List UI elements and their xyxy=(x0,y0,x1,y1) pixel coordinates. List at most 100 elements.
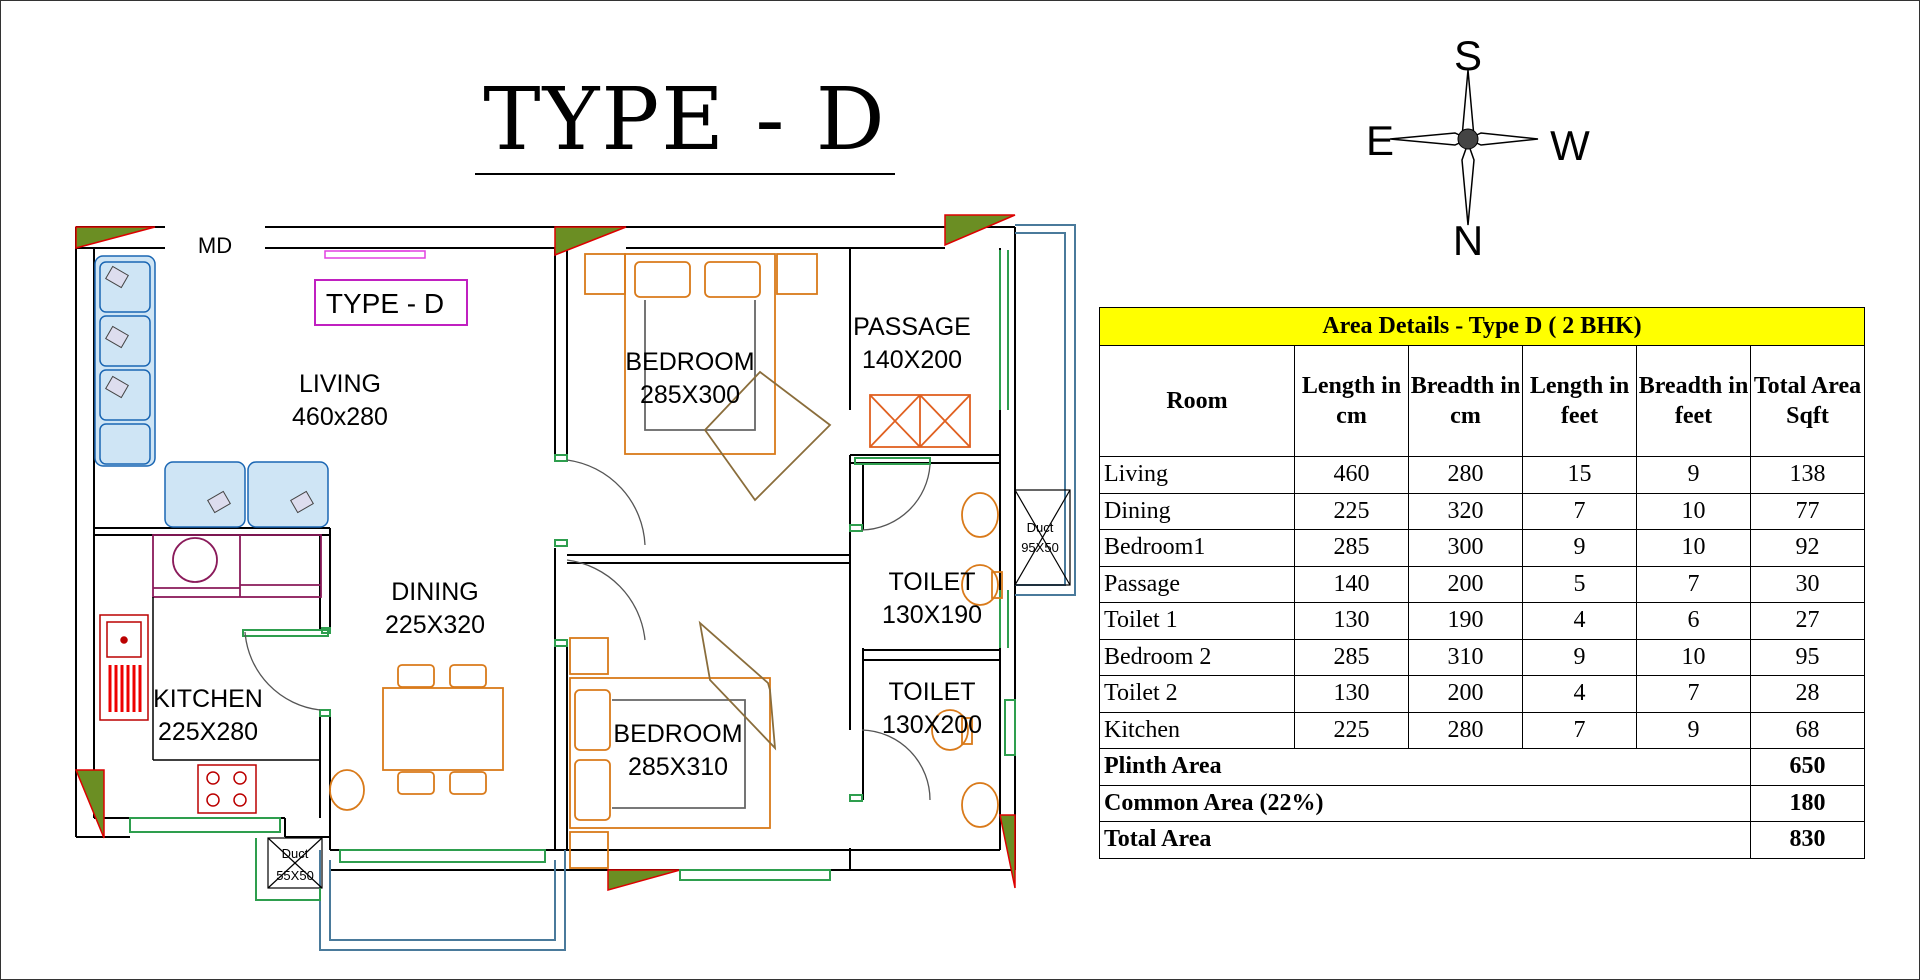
type-tag-box xyxy=(314,279,468,326)
cell: 4 xyxy=(1522,675,1637,713)
cell: 7 xyxy=(1636,675,1751,713)
compass-center-icon xyxy=(1457,128,1479,150)
cell: 28 xyxy=(1750,675,1865,713)
table-row: Passage 140 200 5 7 30 xyxy=(1099,565,1865,603)
storage-rack-icon xyxy=(869,394,971,448)
room-size-dining: 225X320 xyxy=(385,611,485,639)
room-name-kitchen: KITCHEN xyxy=(153,685,263,713)
cell: 68 xyxy=(1750,711,1865,749)
duct-icon-2 xyxy=(267,837,323,889)
cell: 200 xyxy=(1408,565,1523,603)
table-caption: Area Details - Type D ( 2 BHK) xyxy=(1099,307,1865,346)
cell: 77 xyxy=(1750,492,1865,530)
drainboard-icon xyxy=(108,665,142,712)
cell: 30 xyxy=(1750,565,1865,603)
room-size-passage: 140X200 xyxy=(862,346,962,374)
wc-icon-1 xyxy=(961,492,1003,606)
cell: 95 xyxy=(1750,638,1865,676)
column-header: Breadth in cm xyxy=(1408,345,1523,457)
room-size-toilet1: 130X190 xyxy=(882,601,982,629)
room-size-bedroom1: 285X300 xyxy=(640,381,740,409)
cell: 27 xyxy=(1750,602,1865,640)
table-row: Toilet 1 130 190 4 6 27 xyxy=(1099,602,1865,640)
dining-table-icon xyxy=(382,664,504,795)
type-tag-label: TYPE - D xyxy=(326,288,444,319)
table-header-row: Room Length in cm Breadth in cm Length i… xyxy=(1099,345,1865,457)
cell: 5 xyxy=(1522,565,1637,603)
cell: 7 xyxy=(1522,492,1637,530)
room-size-bedroom2: 285X310 xyxy=(628,753,728,781)
door-swings xyxy=(244,459,931,801)
washbasin-icon-1 xyxy=(329,769,365,811)
summary-value: 830 xyxy=(1750,821,1865,859)
compass-left-label: E xyxy=(1366,117,1394,164)
bed-icon-1 xyxy=(584,253,832,502)
summary-row-plinth: Plinth Area 650 xyxy=(1099,748,1865,786)
cell: 9 xyxy=(1522,529,1637,567)
duct-name-2: Duct xyxy=(282,846,309,861)
cell: 9 xyxy=(1522,638,1637,676)
cell-room: Bedroom1 xyxy=(1099,529,1295,567)
cell: 138 xyxy=(1750,456,1865,494)
cell-room: Bedroom 2 xyxy=(1099,638,1295,676)
sink-icon xyxy=(99,614,149,721)
duct-size-2: 55X50 xyxy=(276,868,314,883)
summary-value: 650 xyxy=(1750,748,1865,786)
table-row: Bedroom1 285 300 9 10 92 xyxy=(1099,529,1865,567)
summary-row-total: Total Area 830 xyxy=(1099,821,1865,859)
cell: 285 xyxy=(1294,529,1409,567)
cell: 9 xyxy=(1636,711,1751,749)
room-size-toilet2: 130X200 xyxy=(882,711,982,739)
compass-right-label: W xyxy=(1550,122,1590,169)
duct-name-1: Duct xyxy=(1027,520,1054,535)
cell: 130 xyxy=(1294,675,1409,713)
cell: 300 xyxy=(1408,529,1523,567)
room-name-toilet2: TOILET xyxy=(888,678,975,706)
room-name-bedroom2: BEDROOM xyxy=(613,720,742,748)
summary-row-common: Common Area (22%) 180 xyxy=(1099,784,1865,822)
corner-wedges xyxy=(74,214,1016,891)
cell: 92 xyxy=(1750,529,1865,567)
sofa-icon xyxy=(94,255,329,528)
cell: 7 xyxy=(1522,711,1637,749)
summary-label: Common Area (22%) xyxy=(1099,784,1751,822)
compass-rose: S E W N xyxy=(1366,32,1590,264)
cell: 280 xyxy=(1408,711,1523,749)
cell-room: Dining xyxy=(1099,492,1295,530)
table-row: Dining 225 320 7 10 77 xyxy=(1099,492,1865,530)
cell-room: Toilet 1 xyxy=(1099,602,1295,640)
duct-size-1: 95X50 xyxy=(1021,540,1059,555)
cell: 225 xyxy=(1294,711,1409,749)
table-row: Bedroom 2 285 310 9 10 95 xyxy=(1099,638,1865,676)
cell-room: Toilet 2 xyxy=(1099,675,1295,713)
main-door-label: MD xyxy=(198,233,232,258)
cell: 7 xyxy=(1636,565,1751,603)
column-header: Breadth in feet xyxy=(1636,345,1751,457)
cell: 10 xyxy=(1636,638,1751,676)
cell: 140 xyxy=(1294,565,1409,603)
room-name-living: LIVING xyxy=(299,370,381,398)
area-details-table: Area Details - Type D ( 2 BHK) Room Leng… xyxy=(1099,307,1865,859)
cell: 285 xyxy=(1294,638,1409,676)
table-row: Toilet 2 130 200 4 7 28 xyxy=(1099,675,1865,713)
cell-room: Living xyxy=(1099,456,1295,494)
cell: 9 xyxy=(1636,456,1751,494)
compass-bottom-label: N xyxy=(1453,217,1483,264)
column-header: Room xyxy=(1099,345,1295,457)
tv-icon xyxy=(324,250,426,259)
cell: 10 xyxy=(1636,492,1751,530)
cell-room: Passage xyxy=(1099,565,1295,603)
cell: 130 xyxy=(1294,602,1409,640)
column-header: Length in cm xyxy=(1294,345,1409,457)
summary-label: Total Area xyxy=(1099,821,1751,859)
cell: 320 xyxy=(1408,492,1523,530)
room-size-kitchen: 225X280 xyxy=(158,718,258,746)
column-header: Length in feet xyxy=(1522,345,1637,457)
duct-icon-1 xyxy=(1014,489,1071,586)
kitchen-counter-icon xyxy=(152,534,322,598)
table-row: Living 460 280 15 9 138 xyxy=(1099,456,1865,494)
cell: 200 xyxy=(1408,675,1523,713)
summary-value: 180 xyxy=(1750,784,1865,822)
cell: 15 xyxy=(1522,456,1637,494)
cell: 280 xyxy=(1408,456,1523,494)
